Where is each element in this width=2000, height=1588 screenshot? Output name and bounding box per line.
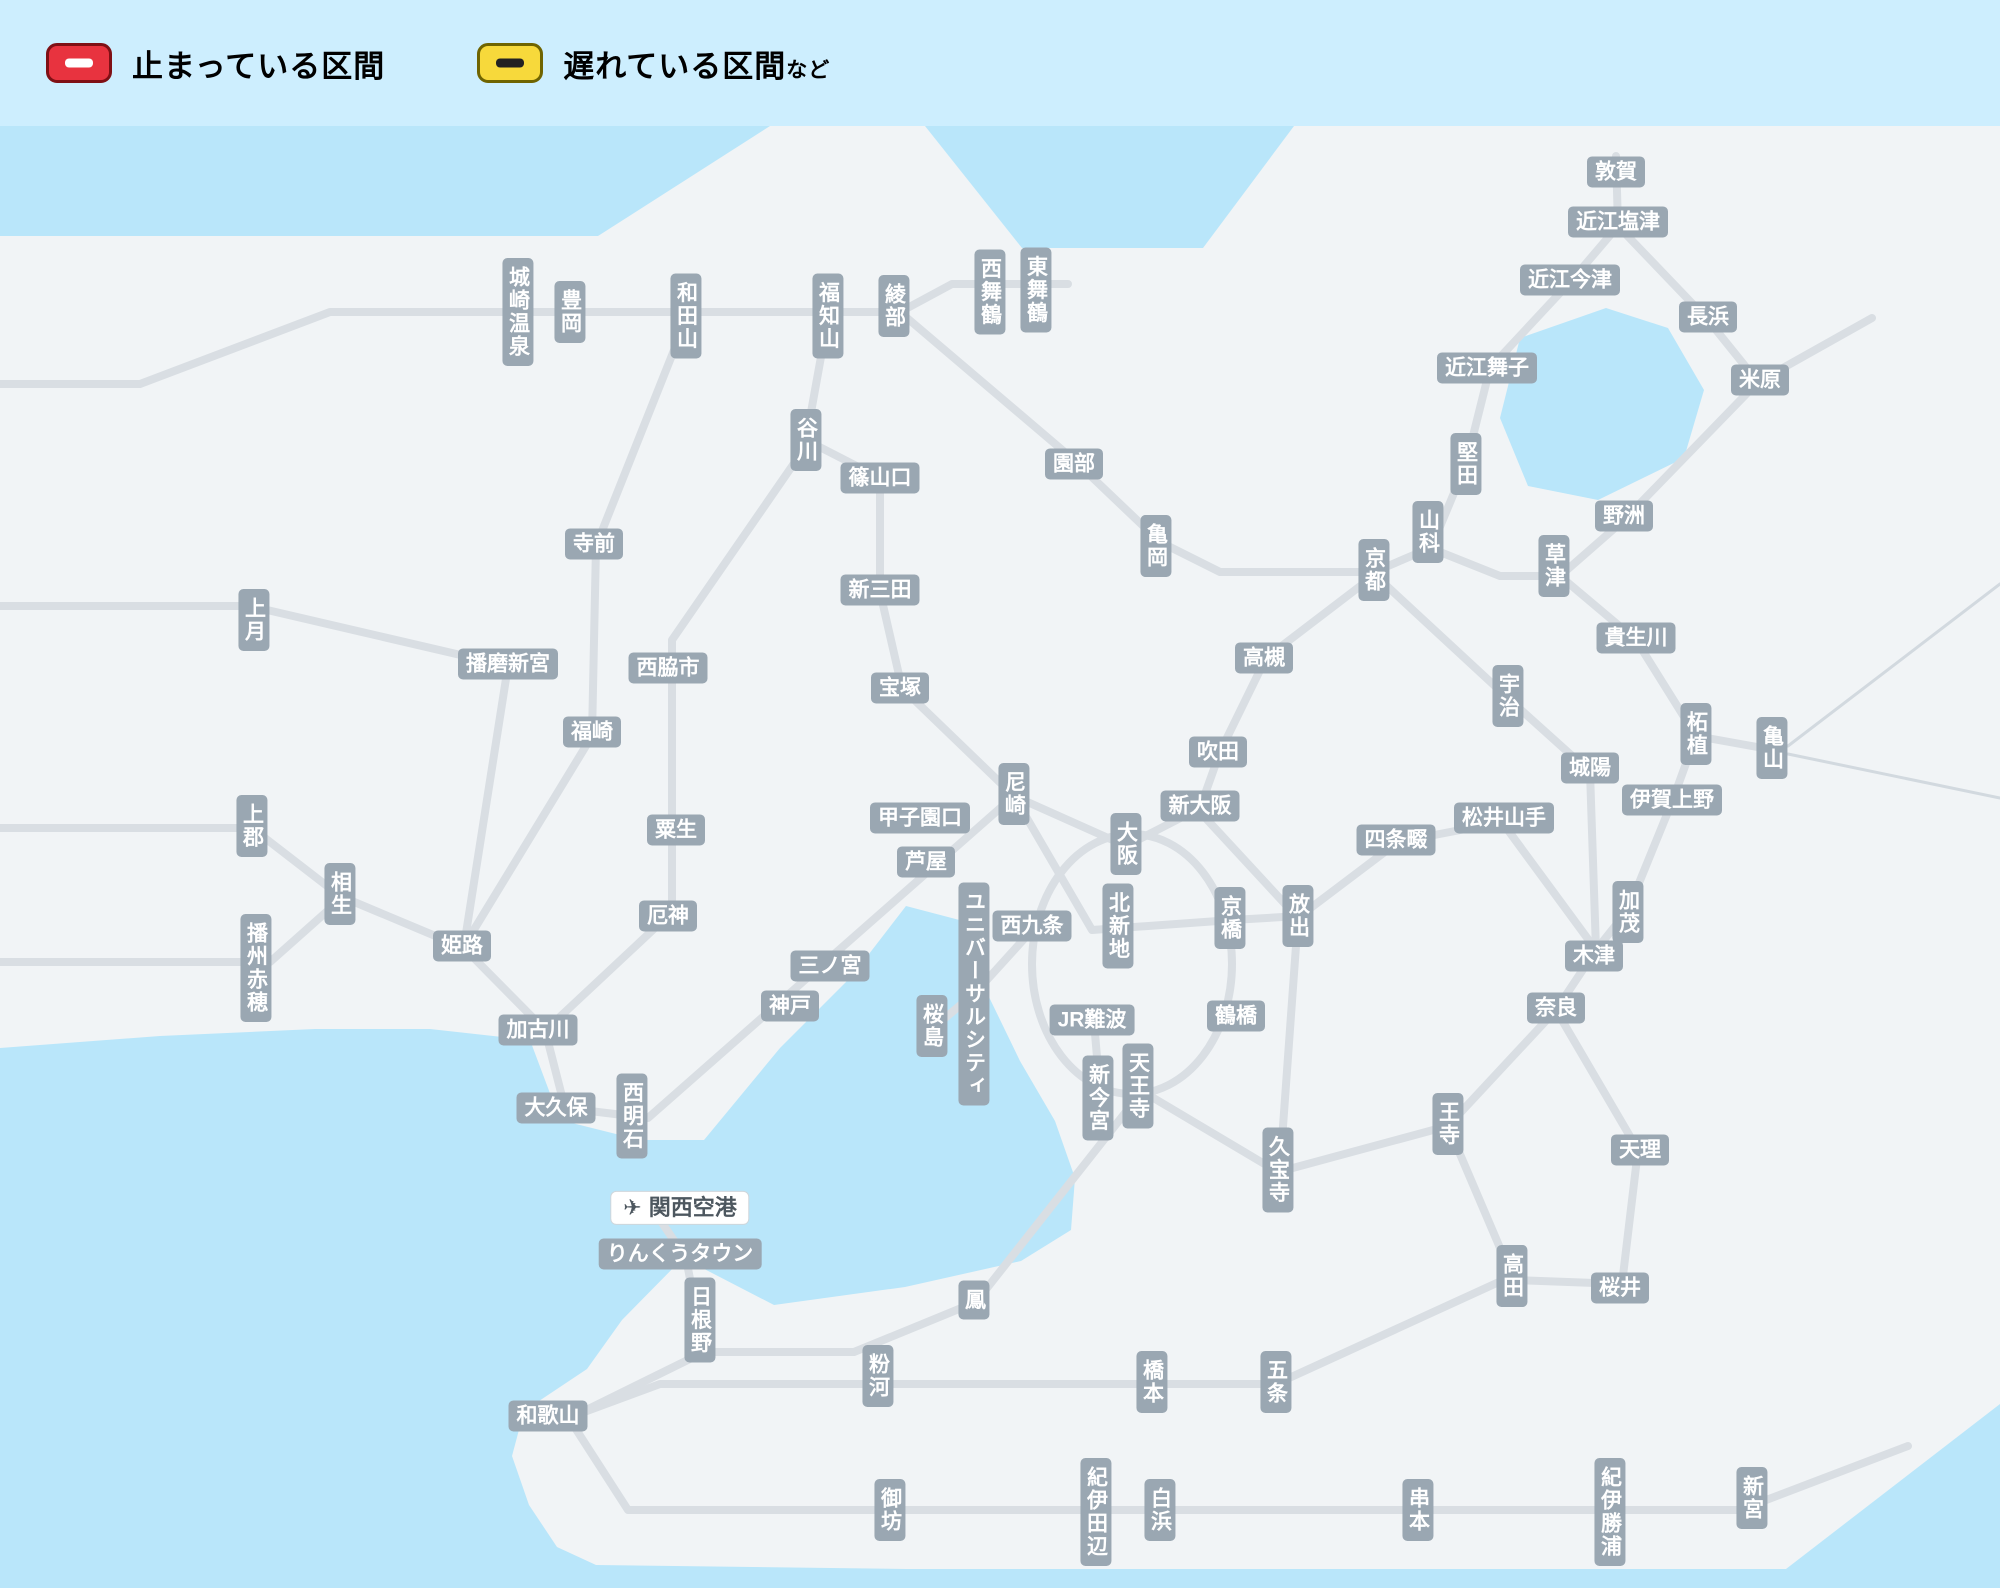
- sea-top-left-water: [0, 126, 770, 236]
- legend-stopped: 止まっている区間: [46, 41, 385, 86]
- kishin-line: [0, 602, 512, 950]
- stopped-section-icon: [46, 43, 112, 83]
- delayed-dash-icon: [496, 58, 525, 68]
- delayed-section-icon: [477, 43, 544, 83]
- jr-tokai-line-a: [1786, 582, 2000, 748]
- nara-line: [1372, 572, 1600, 954]
- kansai-line-west: [1592, 732, 1700, 954]
- stopped-dash-icon: [65, 58, 93, 68]
- lake-biwa-water: [1500, 308, 1704, 500]
- sanin-line-west: [0, 308, 904, 388]
- wakasa-bay-water: [925, 126, 1294, 248]
- legend-stopped-label: 止まっている区間: [132, 48, 386, 84]
- sakurai-line: [1510, 1006, 1642, 1288]
- bantan-line: [460, 316, 690, 950]
- osaka-bay-pacific-water: [0, 906, 2000, 1588]
- jr-tokai-line-b: [1786, 752, 2000, 800]
- kisei-line: [566, 1416, 1912, 1514]
- kakogawa-line: [544, 442, 810, 1032]
- legend-delayed: 遅れている区間など: [477, 41, 830, 86]
- tozai-line: [1010, 792, 1236, 934]
- hanwa-line: [566, 1090, 1144, 1422]
- legend-bar: 止まっている区間 遅れている区間など: [0, 0, 2000, 126]
- legend-delayed-label: 遅れている区間など: [563, 48, 831, 84]
- legend-delayed-suffix: など: [786, 58, 831, 82]
